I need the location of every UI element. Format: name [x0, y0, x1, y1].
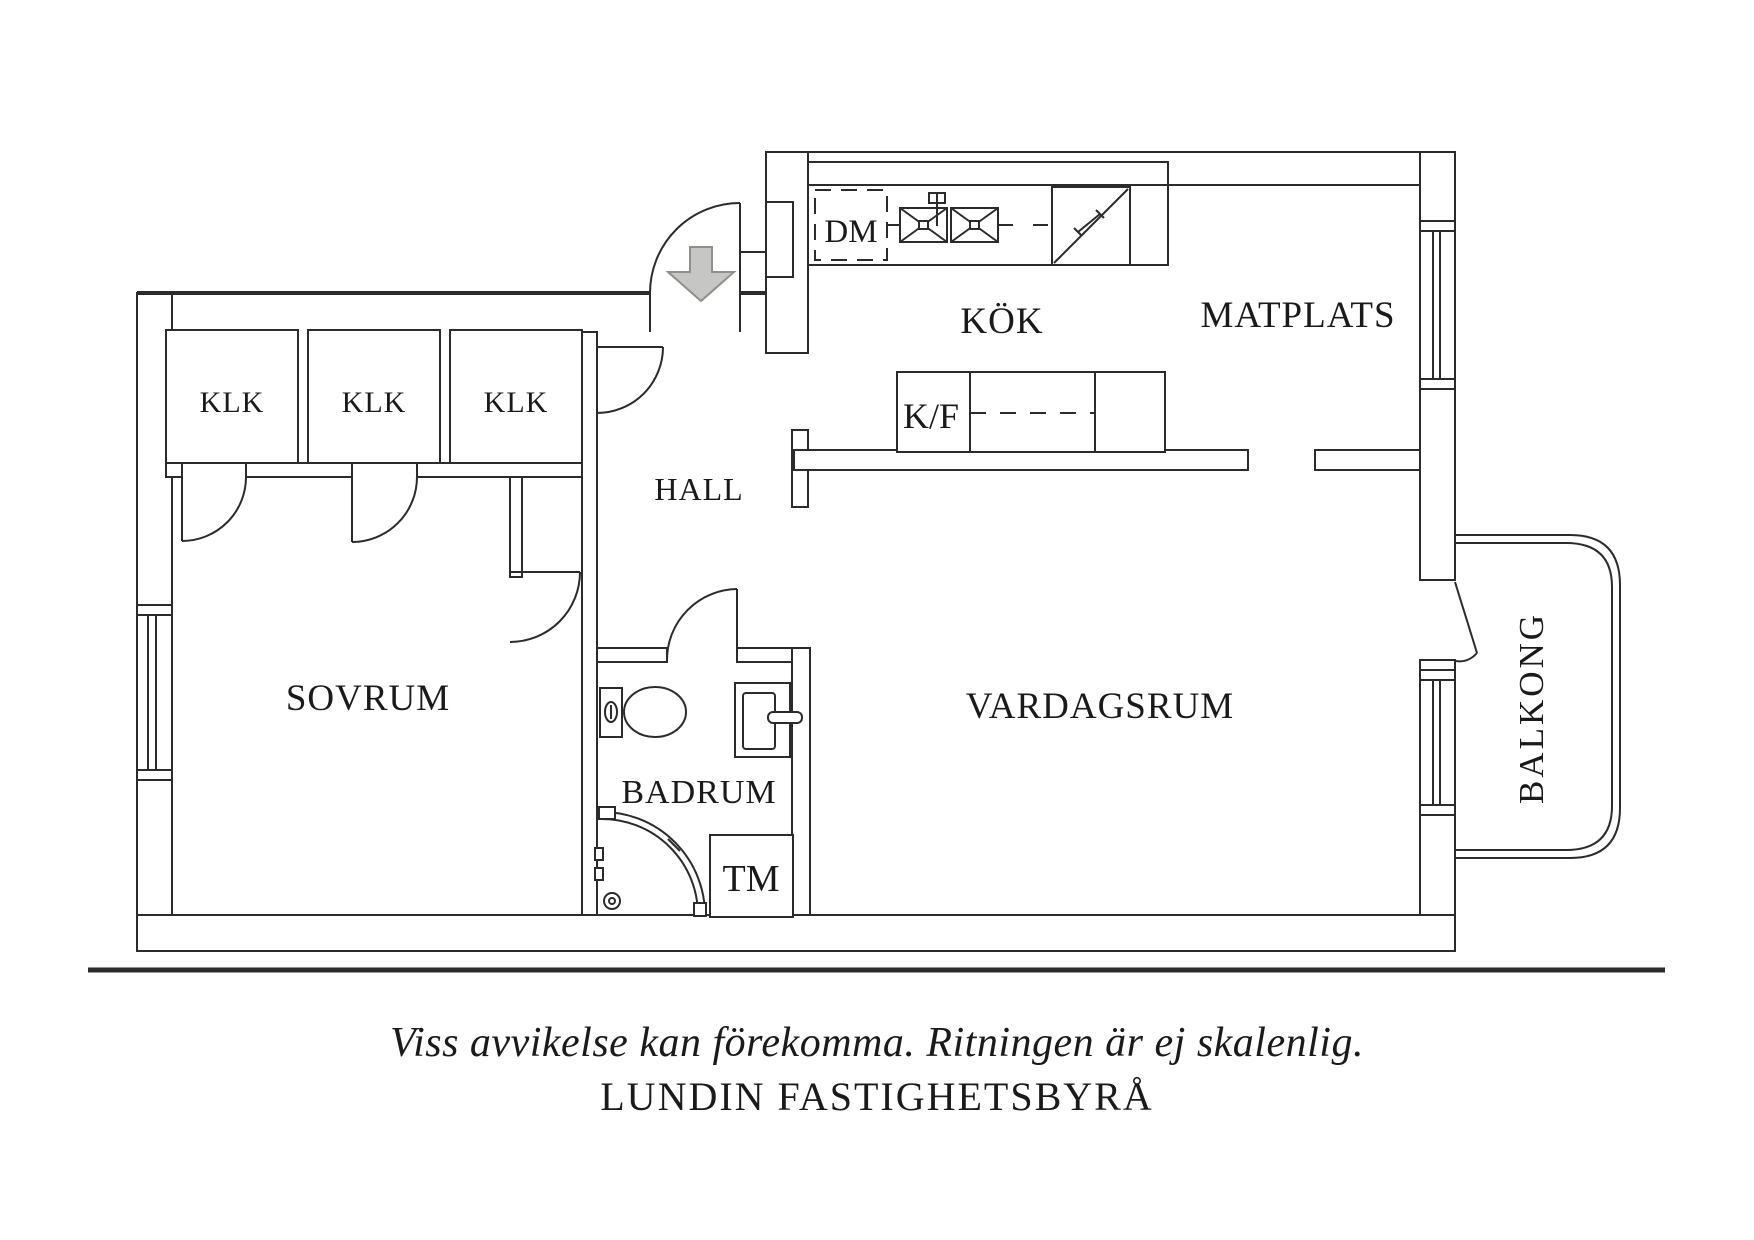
wall-right-between-door-window	[1419, 659, 1456, 671]
wall-klk-row-a	[165, 462, 183, 478]
label-fridge-freezer: K/F	[903, 396, 959, 436]
closet-klk3	[449, 329, 583, 464]
label-klk1: KLK	[200, 386, 265, 419]
balcony	[1455, 534, 1621, 859]
closet-klk1	[165, 329, 299, 464]
wall-right-lower	[1419, 814, 1456, 916]
label-kok: KÖK	[960, 301, 1043, 342]
wall-sovrum-east	[509, 476, 523, 578]
label-klk2: KLK	[342, 386, 407, 419]
stove-icon	[1051, 186, 1131, 266]
badrum-door-icon	[666, 588, 738, 661]
fridge-freezer-icon	[896, 371, 1166, 453]
label-sovrum: SOVRUM	[286, 678, 450, 719]
label-badrum: BADRUM	[621, 774, 776, 811]
label-matplats: MATPLATS	[1200, 295, 1395, 336]
wall-bottom	[136, 914, 1456, 952]
balcony-railing-inner	[1455, 542, 1613, 851]
wall-matplats-vardagsrum-stub	[1314, 449, 1421, 471]
wall-badrum-north-right	[736, 647, 793, 663]
window-matplats-icon	[1419, 220, 1456, 390]
label-vardagsrum: VARDAGSRUM	[966, 686, 1234, 727]
wall-klk-row-b	[245, 462, 353, 478]
wall-top-kitchen-section	[765, 151, 1456, 186]
footer: Viss avvikelse kan förekomma. Ritningen …	[88, 967, 1665, 1119]
klk1-door-icon	[181, 476, 247, 542]
toilet-icon	[599, 686, 687, 738]
sovrum-door-icon	[509, 571, 581, 643]
washbasin-icon	[734, 682, 803, 758]
wall-badrum-east	[791, 647, 811, 916]
washing-machine-icon	[709, 834, 794, 918]
klk3-door-icon	[596, 346, 664, 414]
label-hall: HALL	[654, 471, 743, 507]
balcony-door-icon	[1454, 581, 1478, 663]
label-dishwasher: DM	[824, 214, 877, 250]
window-vardagsrum-icon	[1419, 669, 1456, 816]
wall-badrum-north-left	[596, 647, 668, 663]
entrance-arrow-icon	[665, 246, 737, 303]
label-klk3: KLK	[484, 386, 549, 419]
footer-agency: LUNDIN FASTIGHETSBYRÅ	[600, 1074, 1153, 1119]
entrance-door-icon	[649, 202, 741, 294]
label-washing-machine: TM	[723, 858, 780, 900]
shower-icon	[594, 806, 707, 917]
wall-niche	[765, 201, 794, 278]
wall-right-mid	[1419, 388, 1456, 581]
windows	[136, 220, 1456, 816]
klk2-door-icon	[351, 476, 418, 543]
wall-hall-badrum-west	[581, 331, 598, 916]
wall-klk-row-c	[416, 462, 583, 478]
wall-right-upper	[1419, 151, 1456, 222]
bathroom-fixtures	[594, 682, 803, 918]
doors	[181, 202, 1478, 663]
sink-double-icon	[899, 192, 999, 243]
room-labels: KLK KLK KLK HALL KÖK MATPLATS SOVRUM VAR…	[200, 214, 1551, 900]
kitchen-fixtures	[807, 184, 1169, 453]
closet-klk2	[307, 329, 441, 464]
balcony-railing-outer	[1455, 534, 1621, 859]
label-balkong: BALKONG	[1512, 612, 1551, 804]
interior-walls	[165, 151, 1421, 916]
window-sovrum-icon	[136, 604, 173, 781]
footer-disclaimer: Viss avvikelse kan förekomma. Ritningen …	[390, 1020, 1364, 1066]
